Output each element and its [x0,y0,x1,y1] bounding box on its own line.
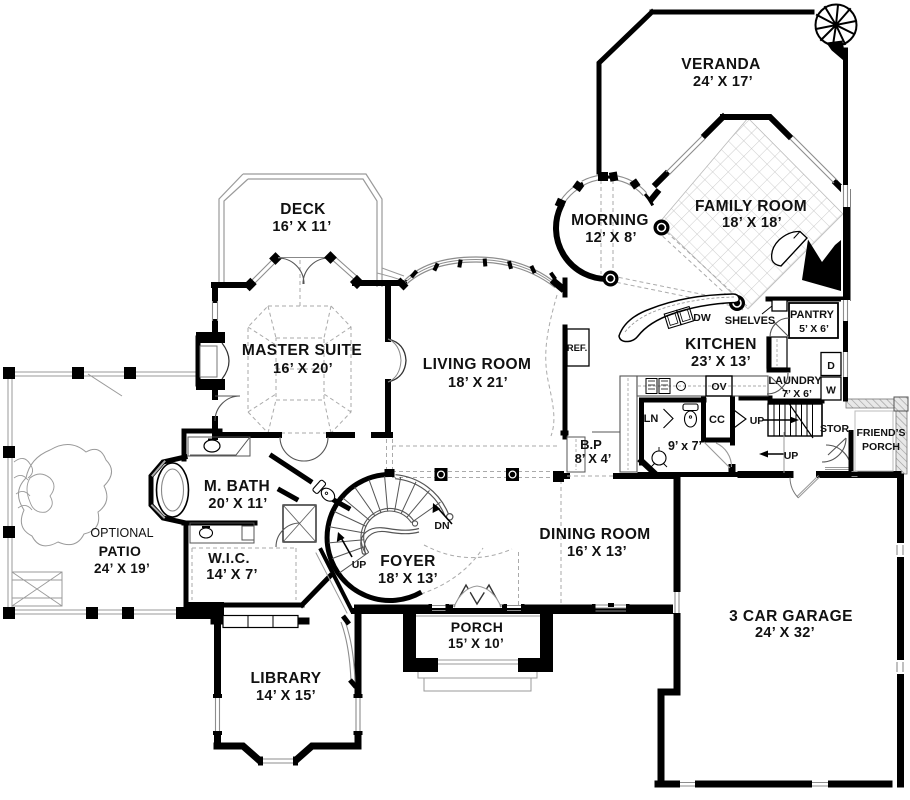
svg-text:12’ X 8’: 12’ X 8’ [585,230,637,246]
svg-text:B.P: B.P [580,437,602,452]
svg-text:PORCH: PORCH [862,441,900,453]
svg-text:DECK: DECK [280,201,326,218]
svg-text:SHELVES: SHELVES [725,315,776,327]
svg-text:5’ X 6’: 5’ X 6’ [799,323,829,335]
svg-text:OV: OV [711,381,726,393]
svg-text:16’ X 11’: 16’ X 11’ [272,219,331,235]
svg-text:UP: UP [750,415,765,427]
svg-text:KITCHEN: KITCHEN [685,336,757,353]
svg-text:D: D [827,360,835,372]
svg-text:W: W [826,385,836,397]
svg-text:8’ X 4’: 8’ X 4’ [575,451,612,466]
svg-text:FRIEND’S: FRIEND’S [856,427,905,439]
svg-text:MASTER SUITE: MASTER SUITE [242,342,362,359]
svg-text:CC: CC [709,414,725,426]
svg-text:DN: DN [434,520,449,532]
svg-text:24’ X 17’: 24’ X 17’ [693,74,753,90]
svg-text:UP: UP [352,559,367,571]
svg-text:20’ X 11’: 20’ X 11’ [208,496,267,512]
svg-text:18’ X 21’: 18’ X 21’ [448,375,508,391]
svg-text:LAUNDRY: LAUNDRY [768,375,822,387]
svg-text:14’ X 7’: 14’ X 7’ [206,567,258,583]
svg-text:LN: LN [644,413,659,425]
svg-text:LIBRARY: LIBRARY [250,670,321,687]
svg-text:UP: UP [784,450,799,462]
svg-text:18’ X 13’: 18’ X 13’ [378,571,438,587]
svg-text:PORCH: PORCH [451,619,504,635]
svg-text:24’ X 32’: 24’ X 32’ [755,625,815,641]
svg-text:DINING ROOM: DINING ROOM [539,526,650,543]
svg-text:REF.: REF. [567,343,588,354]
svg-text:FAMILY ROOM: FAMILY ROOM [695,198,807,215]
svg-text:9’ x 7’: 9’ x 7’ [668,439,702,453]
svg-text:PATIO: PATIO [99,543,142,559]
svg-text:MORNING: MORNING [571,212,649,229]
svg-text:15’ X 10’: 15’ X 10’ [448,636,504,651]
svg-text:LIVING ROOM: LIVING ROOM [423,356,532,373]
svg-text:16’ X 13’: 16’ X 13’ [567,544,627,560]
svg-text:PANTRY: PANTRY [790,309,835,321]
svg-text:DW: DW [693,312,711,324]
svg-text:24’ X 19’: 24’ X 19’ [94,561,150,576]
svg-text:OPTIONAL: OPTIONAL [90,526,153,540]
svg-text:FOYER: FOYER [380,553,435,570]
svg-text:18’ X 18’: 18’ X 18’ [722,215,782,231]
svg-text:16’ X 20’: 16’ X 20’ [273,361,333,377]
svg-text:3 CAR GARAGE: 3 CAR GARAGE [729,608,853,625]
svg-text:STOR.: STOR. [820,423,852,435]
svg-text:VERANDA: VERANDA [681,56,760,73]
svg-text:M. BATH: M. BATH [204,478,270,495]
svg-text:W.I.C.: W.I.C. [208,551,250,567]
svg-text:7’ X 6’: 7’ X 6’ [782,388,812,400]
svg-text:23’ X 13’: 23’ X 13’ [691,354,751,370]
svg-text:14’ X 15’: 14’ X 15’ [256,688,316,704]
